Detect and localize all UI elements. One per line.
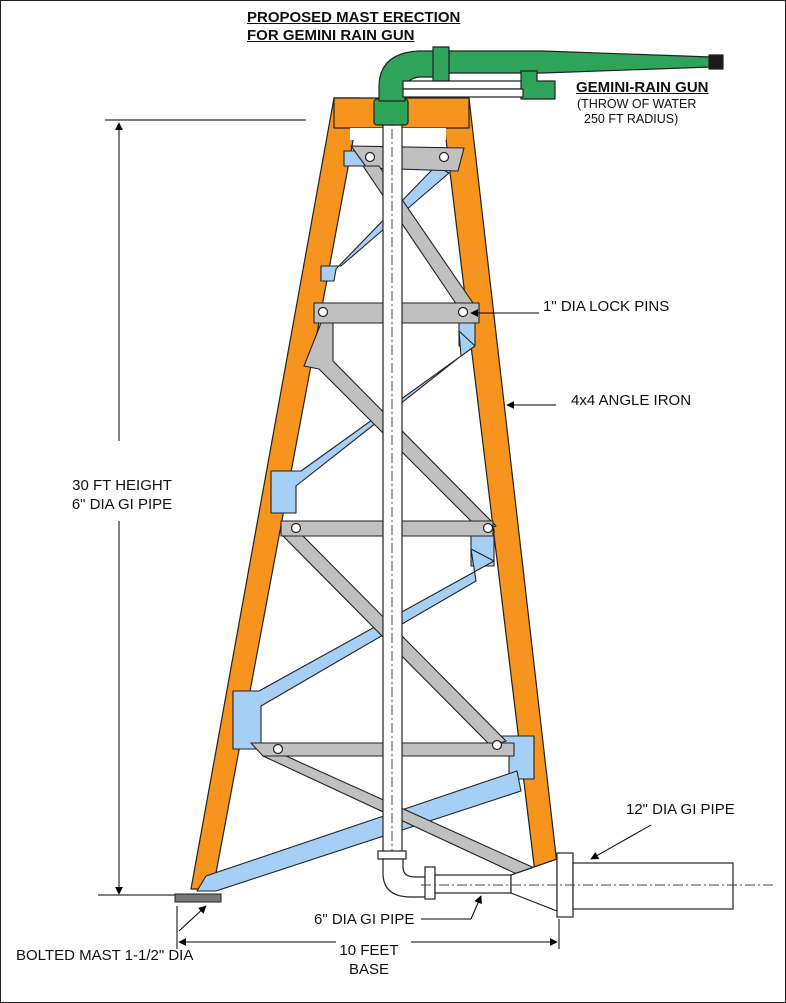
rain-gun-assembly xyxy=(373,46,724,126)
angle-iron-frame xyxy=(190,97,559,890)
height-label-1: 30 FT HEIGHT xyxy=(72,477,172,494)
angle-iron-label: 4x4 ANGLE IRON xyxy=(571,392,692,409)
lock-pins-label: 1" DIA LOCK PINS xyxy=(543,298,670,315)
rain-gun-note-2: 250 FT RADIUS) xyxy=(584,112,679,126)
rain-gun-barrel xyxy=(448,50,712,74)
title-line-1: PROPOSED MAST ERECTION xyxy=(247,9,461,26)
right-leg xyxy=(440,97,559,874)
leader-arrows xyxy=(178,309,652,932)
pipe-12-label: 12" DIA GI PIPE xyxy=(626,801,735,818)
plate-1 xyxy=(350,145,465,172)
central-mast-pipe xyxy=(377,111,407,860)
title-line-2: FOR GEMINI RAIN GUN xyxy=(247,27,415,44)
bottom-elbow xyxy=(382,858,430,898)
height-label-2: 6" DIA GI PIPE xyxy=(71,496,173,513)
rain-gun-riser xyxy=(373,98,409,126)
pipe-12-body xyxy=(572,862,734,910)
pipe-6-label: 6" DIA GI PIPE xyxy=(314,911,415,928)
base-dimension xyxy=(176,906,560,949)
bolted-mast-plate xyxy=(174,893,222,903)
bolted-mast-arrow xyxy=(178,905,207,932)
rain-gun-note-1: (THROW OF WATER xyxy=(577,97,697,111)
base-label-1: 10 FEET xyxy=(339,942,399,959)
bottom-piping xyxy=(382,852,776,918)
bolted-mast-label: BOLTED MAST 1-1/2" DIA xyxy=(16,947,194,964)
height-dimension xyxy=(98,119,306,896)
base-label-2: BASE xyxy=(348,961,390,978)
lock-pins xyxy=(272,151,503,755)
rain-gun-name: GEMINI-RAIN GUN xyxy=(576,79,709,96)
pipe-12-arrow xyxy=(590,824,652,860)
